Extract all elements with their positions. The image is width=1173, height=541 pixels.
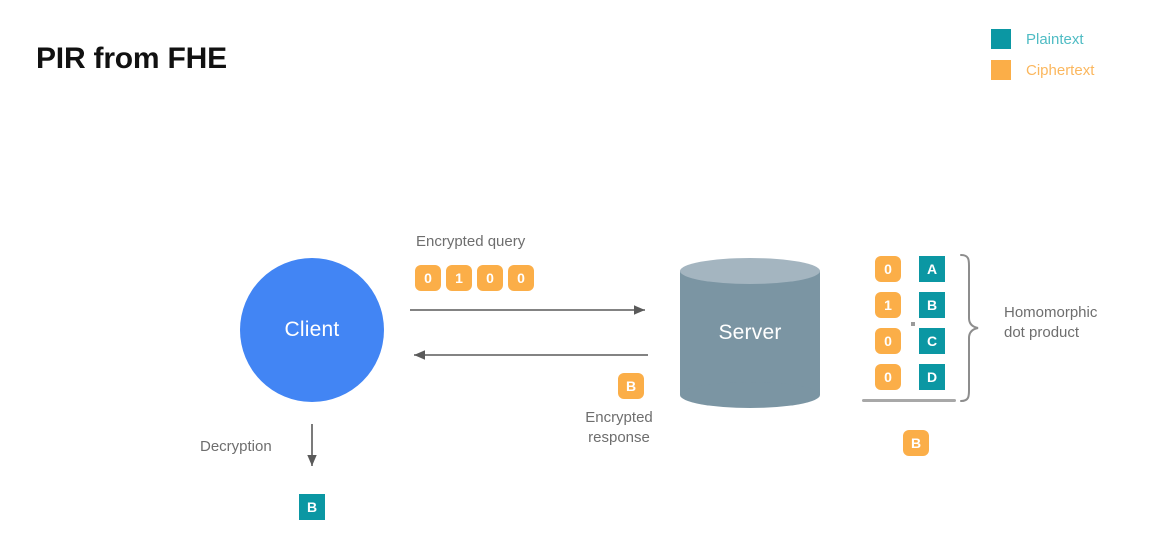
dot-product-query-bit: 1	[875, 292, 901, 318]
dot-product-brace-icon	[960, 254, 979, 402]
dot-product-operator-icon	[911, 322, 915, 326]
dot-product-database-entry: B	[919, 292, 945, 318]
dot-product-database-entry: C	[919, 328, 945, 354]
server-cylinder-bottom	[680, 382, 820, 408]
decryption-label: Decryption	[200, 438, 272, 455]
dot-product-query-bit: 0	[875, 328, 901, 354]
server-node-label: Server	[718, 321, 782, 344]
legend-label-plaintext: Plaintext	[1026, 30, 1084, 48]
query-bit: 0	[477, 265, 503, 291]
dot-product-result-value: B	[903, 430, 929, 456]
server-node: Server	[680, 258, 820, 408]
legend-swatch-plaintext-icon	[991, 29, 1011, 49]
client-node-label: Client	[284, 318, 340, 341]
dot-product-caption: Homomorphic dot product	[1004, 303, 1144, 343]
dot-product-database-entry: A	[919, 256, 945, 282]
dot-product-query-bit: 0	[875, 256, 901, 282]
dot-product-database-column: A B C D	[919, 256, 945, 390]
encrypted-query-label: Encrypted query	[416, 233, 526, 250]
decrypted-value: B	[299, 494, 325, 520]
page-title: PIR from FHE	[36, 42, 227, 75]
dot-product-query-bit: 0	[875, 364, 901, 390]
encrypted-response-label-line1: Encrypted	[585, 409, 653, 426]
encrypted-response-value: B	[618, 373, 644, 399]
client-node: Client	[240, 258, 384, 402]
dot-product-result-rule	[862, 399, 956, 402]
dot-product-caption-line2: dot product	[1004, 324, 1080, 341]
encrypted-query-bits: 0 1 0 0	[415, 265, 534, 291]
legend-item-plaintext: Plaintext	[991, 28, 1094, 50]
server-cylinder-body	[680, 271, 820, 395]
legend: Plaintext Ciphertext	[991, 28, 1094, 90]
encrypted-response-label: Encrypted response	[545, 408, 693, 448]
dot-product-database-entry: D	[919, 364, 945, 390]
legend-swatch-ciphertext-icon	[991, 60, 1011, 80]
legend-label-ciphertext: Ciphertext	[1026, 61, 1095, 79]
query-bit: 0	[508, 265, 534, 291]
encrypted-response-label-line2: response	[588, 429, 650, 446]
query-bit: 0	[415, 265, 441, 291]
server-cylinder-top	[680, 258, 820, 284]
dot-product-caption-line1: Homomorphic	[1004, 304, 1098, 321]
query-bit: 1	[446, 265, 472, 291]
dot-product-query-column: 0 1 0 0	[875, 256, 901, 390]
legend-item-ciphertext: Ciphertext	[991, 59, 1094, 81]
